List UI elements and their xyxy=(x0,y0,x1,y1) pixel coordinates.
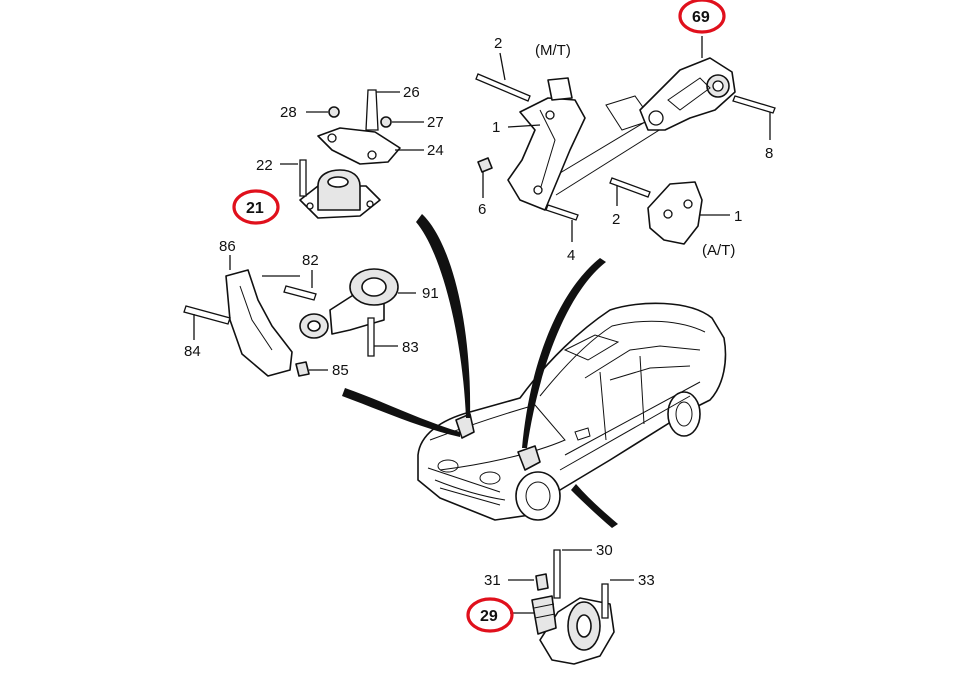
label-69: 69 xyxy=(692,9,710,26)
label-83: 83 xyxy=(402,339,419,356)
callout-ring-21 xyxy=(232,189,280,225)
label-27: 27 xyxy=(427,114,444,131)
label-31: 31 xyxy=(484,572,501,589)
label-28: 28 xyxy=(280,104,297,121)
label-30: 30 xyxy=(596,542,613,559)
part-labels: 2 (M/T) 69 1 8 6 4 2 1 (A/T) 26 28 27 24… xyxy=(184,9,773,625)
label-21: 21 xyxy=(246,200,264,217)
label-24: 24 xyxy=(427,142,444,159)
mount-21-assembly xyxy=(280,89,424,219)
label-4: 4 xyxy=(567,247,575,264)
leader-swooshes xyxy=(342,214,618,528)
callout-ring-29 xyxy=(466,597,514,633)
label-91: 91 xyxy=(422,285,439,302)
label-at: (A/T) xyxy=(702,242,735,259)
label-6: 6 xyxy=(478,201,486,218)
label-2-top: 2 xyxy=(494,35,502,52)
label-86: 86 xyxy=(219,238,236,255)
callout-ring-69 xyxy=(678,0,726,34)
label-2-at: 2 xyxy=(612,211,620,228)
mt-mount-assembly xyxy=(475,36,776,242)
label-mt: (M/T) xyxy=(535,42,571,59)
label-85: 85 xyxy=(332,362,349,379)
at-mount-assembly xyxy=(609,177,730,245)
label-84: 84 xyxy=(184,343,201,360)
label-26: 26 xyxy=(403,84,420,101)
label-1-at: 1 xyxy=(734,208,742,225)
highlight-rings xyxy=(232,0,726,633)
mount-91-assembly xyxy=(183,255,416,377)
label-1-top: 1 xyxy=(492,119,500,136)
label-29: 29 xyxy=(480,608,498,625)
car-illustration xyxy=(417,302,727,521)
mount-29-assembly xyxy=(508,549,634,665)
label-22: 22 xyxy=(256,157,273,174)
label-8: 8 xyxy=(765,145,773,162)
label-33: 33 xyxy=(638,572,655,589)
label-82: 82 xyxy=(302,252,319,269)
